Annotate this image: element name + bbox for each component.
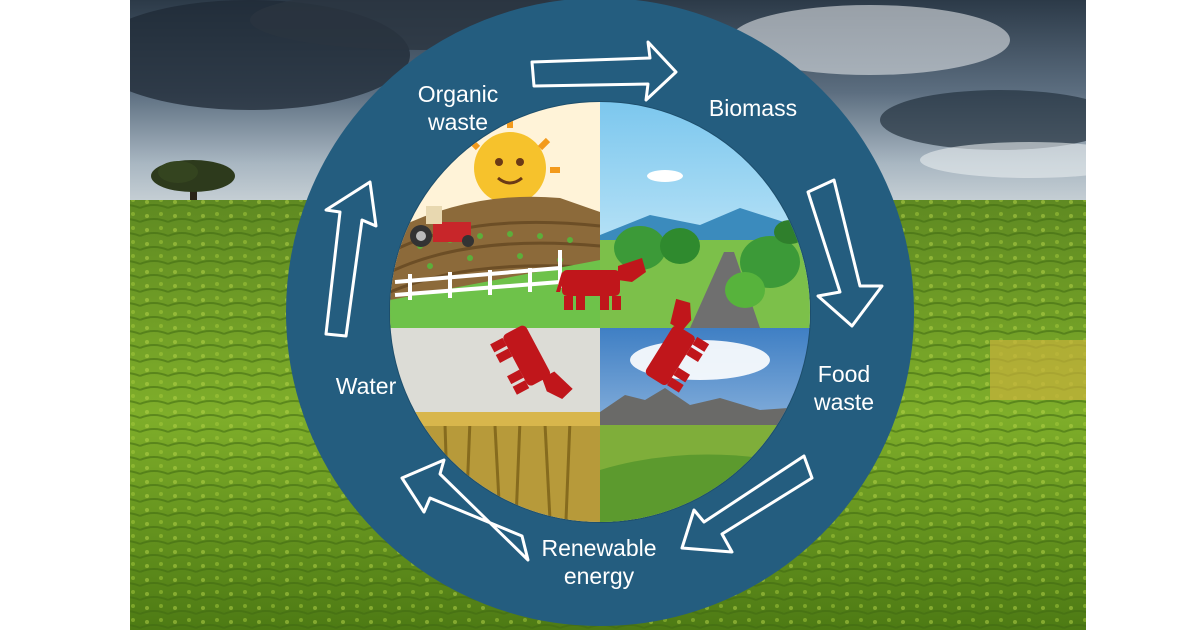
arrow-icon — [324, 180, 378, 338]
cow-icon — [556, 258, 646, 310]
label-food-waste: Food waste — [813, 361, 875, 415]
tree-icon — [151, 160, 235, 210]
tree-icon — [614, 220, 806, 308]
tractor-icon — [410, 206, 474, 247]
arrow-icon — [530, 40, 678, 102]
arrow-icon — [680, 454, 814, 554]
cloud — [880, 90, 1086, 150]
countryside-quadrant — [600, 102, 810, 328]
label-renewable-energy: Renewable energy — [541, 535, 657, 589]
cow-icon — [490, 325, 573, 399]
cloud — [730, 5, 1010, 75]
label-organic-waste: Organic waste — [417, 81, 499, 135]
label-water: Water — [335, 373, 397, 399]
fence — [394, 250, 562, 300]
cloud — [920, 142, 1086, 178]
ripe-crop-patch — [990, 340, 1086, 400]
sun-icon — [467, 118, 560, 204]
arrow-icon — [400, 458, 530, 562]
arrow-icon — [806, 178, 884, 328]
cow-icon — [645, 298, 710, 393]
label-biomass: Biomass — [708, 95, 798, 121]
